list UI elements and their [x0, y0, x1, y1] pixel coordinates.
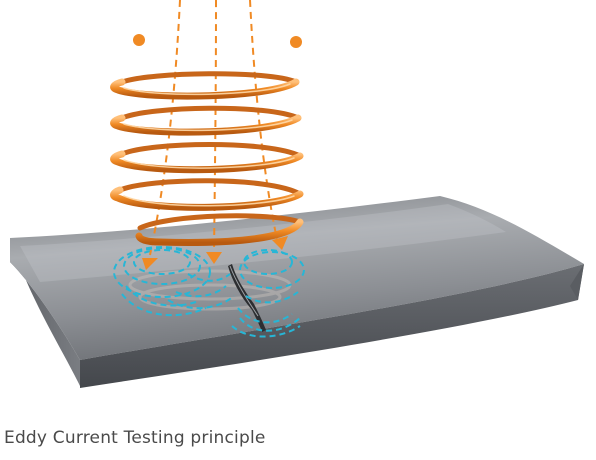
plate-top-surface [10, 196, 584, 360]
plate-front-face [80, 264, 584, 388]
arrow-left [142, 258, 158, 270]
arrow-right [272, 236, 288, 250]
arrow-center [206, 252, 222, 264]
coil-right-terminal [290, 36, 302, 48]
field-arrow-heads [142, 236, 288, 270]
eddy-current-diagram [10, 0, 584, 388]
eddy-current-loops [113, 246, 305, 338]
plate-sheen [20, 204, 506, 282]
coil-left-terminal [133, 34, 145, 46]
surface-crack-icon [228, 264, 266, 332]
figure-caption: Eddy Current Testing principle [4, 428, 266, 448]
metal-plate-icon [10, 196, 584, 388]
plate-end-face [10, 238, 80, 386]
plate-right-edge [570, 264, 584, 300]
helical-coil-icon [110, 34, 304, 246]
